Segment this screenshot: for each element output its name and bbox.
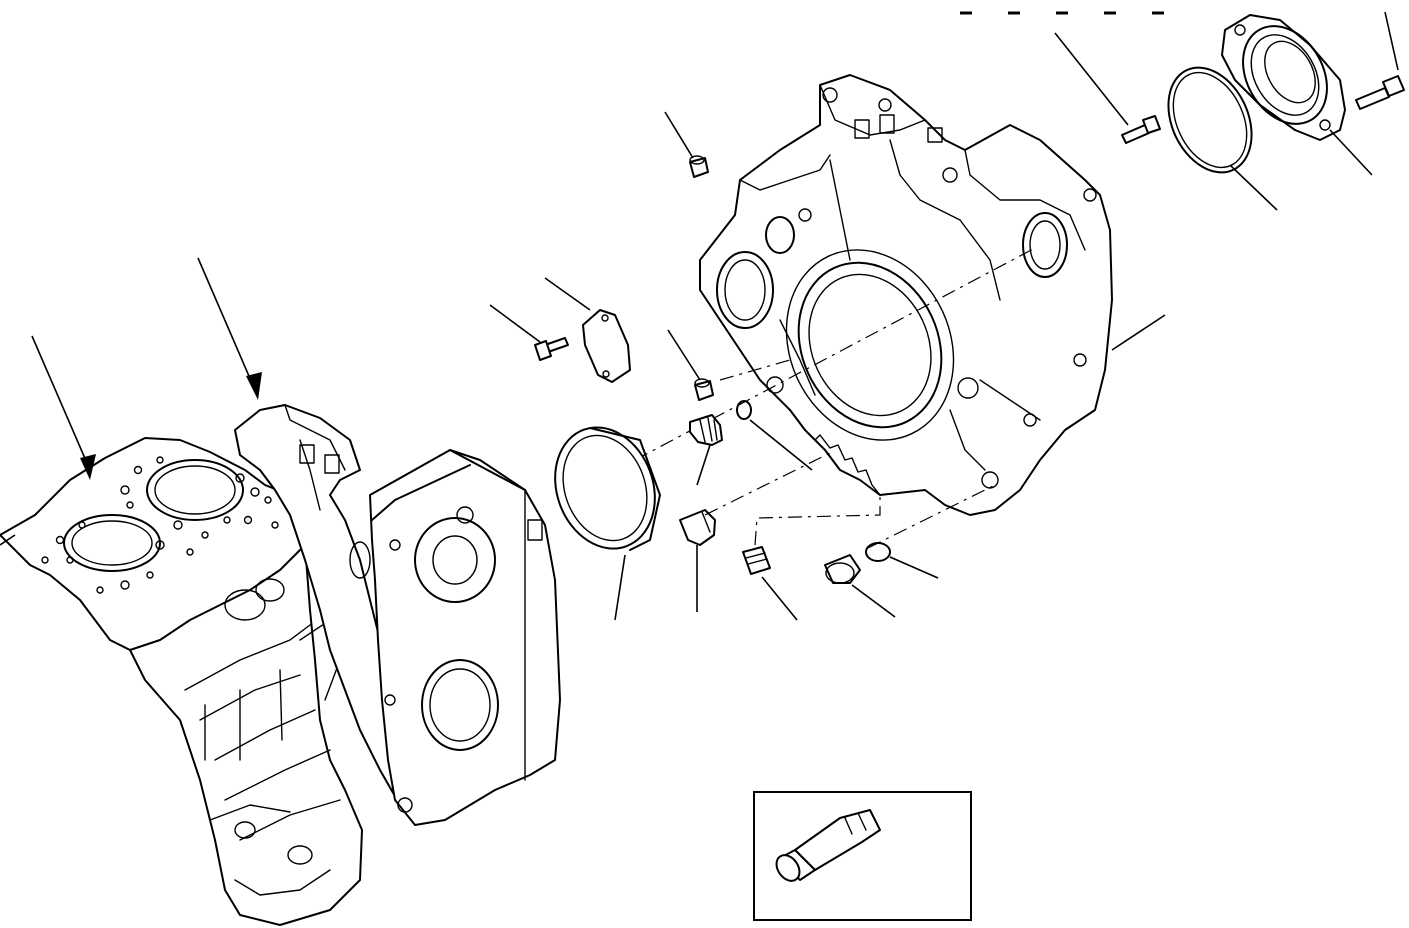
flywheel-housing <box>634 74 1113 516</box>
flange-bolt-small <box>1121 115 1161 144</box>
bushing-top <box>689 155 709 178</box>
timing-cover <box>369 449 561 826</box>
bushing-mid <box>694 378 714 401</box>
flange-bolt <box>1355 75 1405 110</box>
rear-crankshaft-seal <box>554 426 661 551</box>
leader-lines <box>0 11 1399 869</box>
threaded-plug <box>742 546 771 575</box>
cover-plate <box>582 309 631 383</box>
cover-bore-upper <box>414 517 496 603</box>
cylinder-bore-1 <box>63 514 161 572</box>
plug-upper <box>689 414 723 446</box>
plug-lower <box>679 509 716 546</box>
rear-oil-seal-carrier <box>1221 14 1346 141</box>
engine-block <box>0 437 363 926</box>
o-ring-large <box>1167 66 1253 174</box>
o-ring-right <box>865 542 891 562</box>
cover-bolt <box>534 337 569 361</box>
small-o-ring <box>736 400 752 420</box>
cylinder-bore-2 <box>146 459 244 521</box>
starter-bore <box>716 251 774 329</box>
crank-bore <box>797 261 943 429</box>
sealant-tube <box>775 809 881 882</box>
cover-bore-lower <box>421 659 499 751</box>
plug-right <box>824 554 861 584</box>
